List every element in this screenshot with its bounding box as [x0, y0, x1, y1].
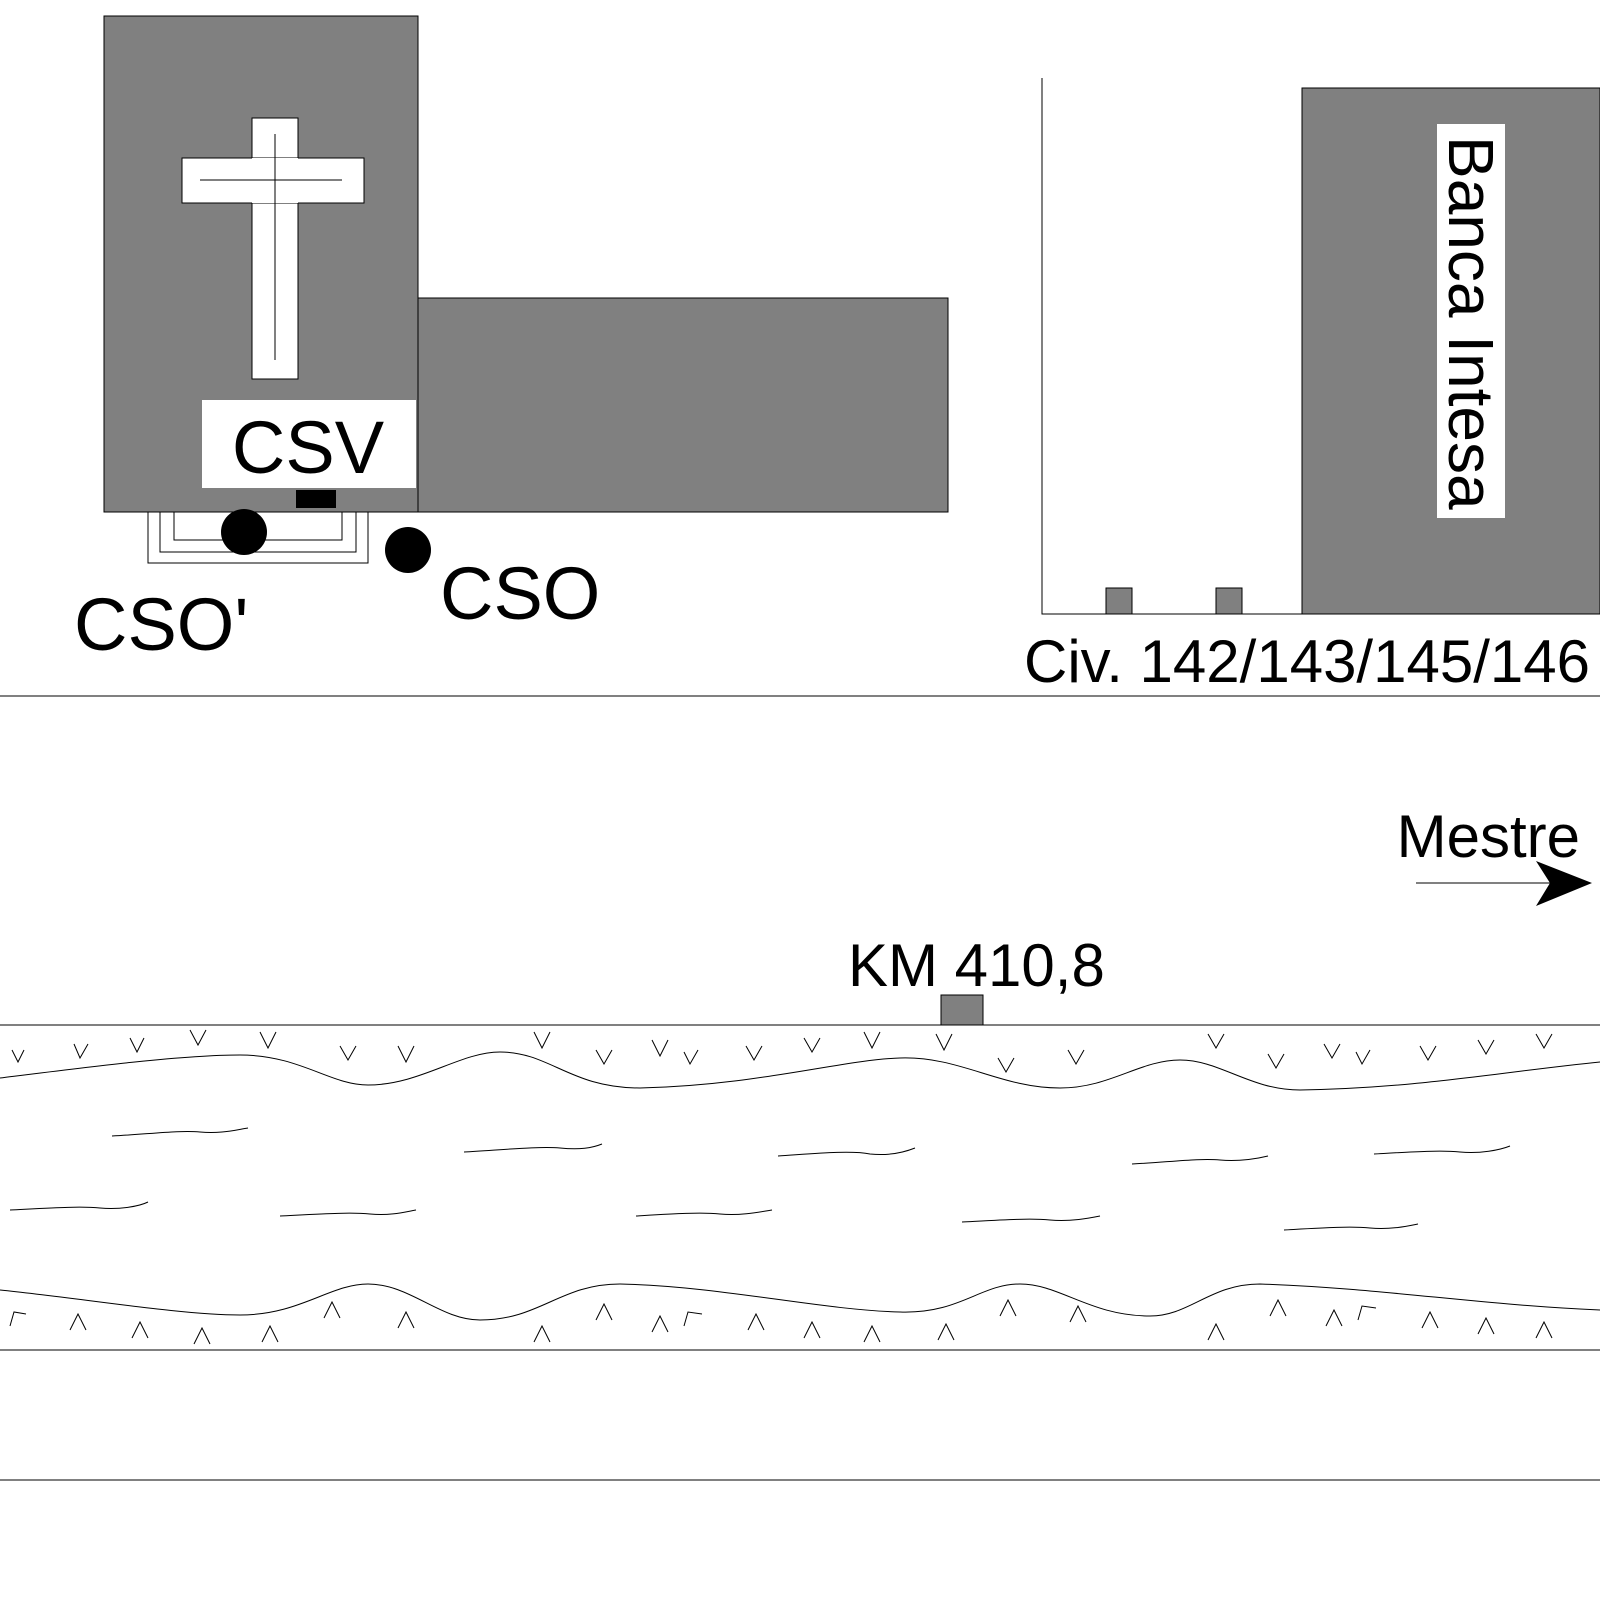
km-label: KM 410,8: [848, 932, 1105, 999]
cso-prime-point: [221, 509, 267, 555]
water-edge-top: [0, 1051, 1600, 1091]
bank-label: Banca Intesa: [1435, 136, 1507, 510]
direction-label: Mestre: [1397, 803, 1580, 870]
cross-icon: [181, 117, 365, 380]
civic-block-outline: [1041, 78, 1302, 615]
bank-label-box: [1437, 124, 1505, 518]
door-marker: [296, 490, 336, 508]
civic-marker-1: [1105, 587, 1133, 615]
water-edge-bottom: [0, 1283, 1600, 1321]
vegetation-bottom: [9, 1298, 1553, 1345]
water-ripples: [9, 1127, 1511, 1231]
cso-point: [385, 527, 431, 573]
civic-marker-2: [1215, 587, 1243, 615]
vegetation-top: [11, 1029, 1553, 1074]
km-marker: [940, 994, 984, 1026]
arrow-right-icon: [1416, 861, 1592, 906]
csv-label-box: [202, 400, 416, 488]
church-annex-building: [417, 297, 949, 513]
cso-label: CSO: [440, 552, 600, 635]
csv-label: CSV: [232, 406, 385, 489]
cso-prime-label: CSO': [74, 583, 249, 666]
civic-numbers-label: Civ. 142/143/145/146: [1024, 628, 1590, 695]
